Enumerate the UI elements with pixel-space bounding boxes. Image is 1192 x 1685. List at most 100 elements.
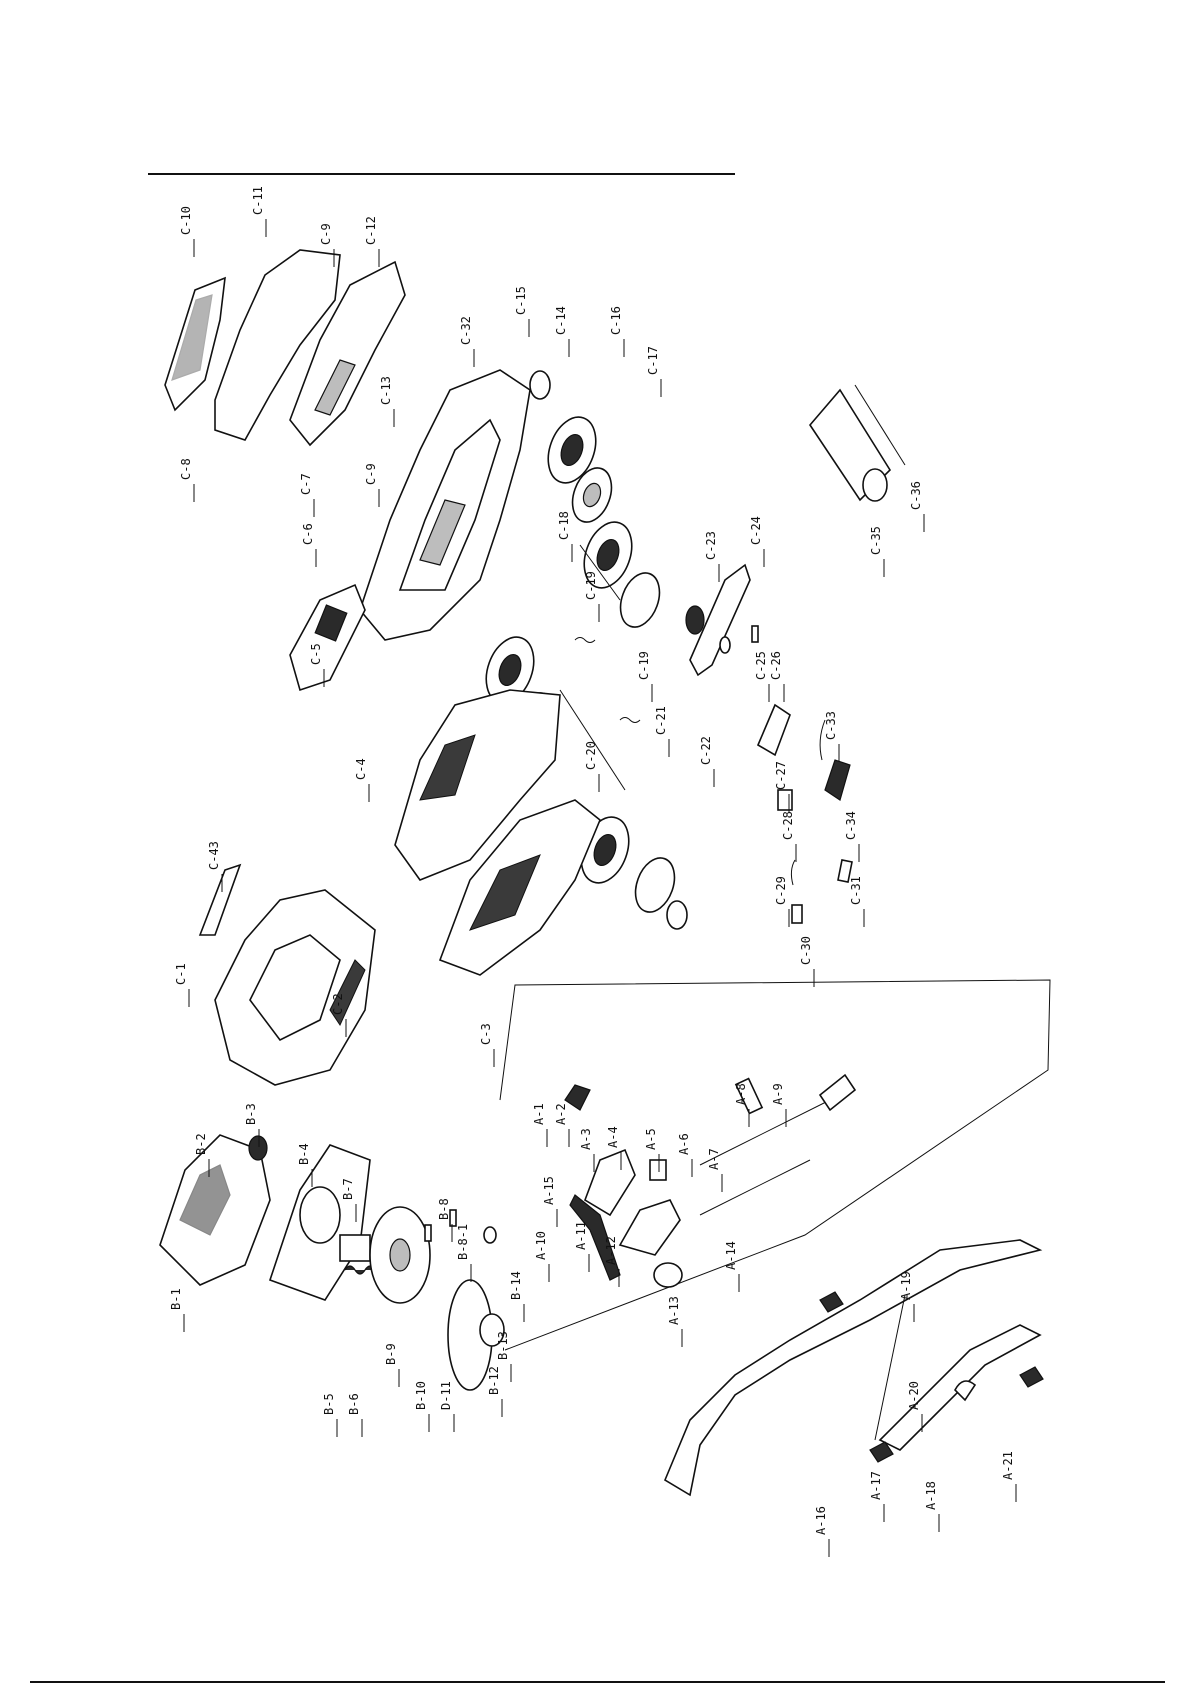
part-grass-box-frame	[214, 889, 376, 1086]
part-nut	[483, 1226, 497, 1244]
part-label: C-8	[179, 458, 193, 480]
part-label: B-9	[384, 1343, 398, 1365]
part-blade-bolt	[719, 625, 759, 654]
part-label: C-20	[584, 741, 598, 770]
part-label: B-13	[496, 1331, 510, 1360]
handle-group-frame	[499, 979, 1051, 1351]
part-label: A-13	[667, 1296, 681, 1325]
part-knob	[869, 1441, 894, 1463]
part-label: A-10	[534, 1231, 548, 1260]
part-motor-cover	[268, 1144, 371, 1301]
part-bolt	[424, 1224, 432, 1242]
part-cable	[699, 1159, 811, 1216]
part-upper-cover	[214, 249, 341, 441]
part-label: B-7	[341, 1178, 355, 1200]
part-plug	[818, 1073, 857, 1112]
part-label: C-13	[379, 376, 393, 405]
part-grass-box-top	[394, 689, 561, 881]
part-bearing	[248, 1135, 268, 1161]
part-top-cover	[164, 276, 226, 412]
part-rear-hub-top	[571, 467, 613, 523]
part-label: C-2	[331, 993, 345, 1015]
part-label: C-30	[799, 936, 813, 965]
part-grass-box-bottom	[438, 799, 601, 976]
part-label: A-11	[574, 1221, 588, 1250]
part-label: A-15	[542, 1176, 556, 1205]
part-roller	[808, 388, 892, 502]
part-cap	[653, 1262, 683, 1288]
part-label: A-3	[579, 1128, 593, 1150]
part-label: C-15	[514, 286, 528, 315]
part-label: C-33	[824, 711, 838, 740]
part-label: C-4	[354, 758, 368, 780]
part-screw	[791, 904, 803, 924]
part-label: A-18	[924, 1481, 938, 1510]
part-grass-box-handle	[198, 863, 242, 936]
part-switch-base	[618, 1199, 681, 1256]
part-label: C-17	[646, 346, 660, 375]
part-clip	[777, 789, 793, 811]
part-label: C-9	[364, 463, 378, 485]
part-latch	[824, 759, 851, 801]
part-power-cable	[699, 1099, 831, 1166]
part-label: A-4	[606, 1126, 620, 1148]
part-label: D-11	[439, 1381, 453, 1410]
part-rear-wheel-top	[547, 416, 597, 484]
part-label: C-34	[844, 811, 858, 840]
part-label: B-2	[194, 1133, 208, 1155]
part-label: C-31	[849, 876, 863, 905]
part-label: A-19	[899, 1271, 913, 1300]
part-label: B-8-1	[456, 1224, 470, 1260]
part-bolt	[449, 1209, 457, 1227]
part-label: B-10	[414, 1381, 428, 1410]
part-label: C-28	[781, 811, 795, 840]
part-label: C-16	[609, 306, 623, 335]
part-label: C-9	[319, 223, 333, 245]
part-label: C-36	[909, 481, 923, 510]
part-label: B-5	[322, 1393, 336, 1415]
part-label: C-29	[774, 876, 788, 905]
part-label: A-16	[814, 1506, 828, 1535]
part-label: C-27	[774, 761, 788, 790]
part-label: A-1	[532, 1103, 546, 1125]
part-main-deck	[359, 369, 531, 641]
part-label: C-19	[637, 651, 651, 680]
part-bushing	[529, 370, 551, 400]
part-label: C-26	[769, 651, 783, 680]
part-label: A-17	[869, 1471, 883, 1500]
part-handle-bolt	[874, 1294, 906, 1441]
part-lower-hub	[634, 857, 676, 913]
part-label: A-2	[554, 1103, 568, 1125]
part-switch-button	[564, 1084, 591, 1111]
part-flap	[756, 703, 791, 757]
part-label: C-12	[364, 216, 378, 245]
part-cable-clip	[954, 1380, 977, 1402]
part-knob	[1019, 1366, 1044, 1388]
part-label: C-3	[479, 1023, 493, 1045]
part-washer	[666, 900, 688, 930]
part-label: C-32	[459, 316, 473, 345]
part-label: C-7	[299, 473, 313, 495]
part-label: C-24	[749, 516, 763, 545]
part-label: A-9	[771, 1083, 785, 1105]
part-label: C-43	[207, 841, 221, 870]
part-label: C-6	[301, 523, 315, 545]
part-label: B-3	[244, 1103, 258, 1125]
part-label: B-12	[487, 1366, 501, 1395]
part-label: B-1	[169, 1288, 183, 1310]
part-spring	[574, 637, 596, 643]
part-label: C-35	[869, 526, 883, 555]
part-label: C-19	[584, 571, 598, 600]
part-label: C-23	[704, 531, 718, 560]
part-label: C-18	[557, 511, 571, 540]
part-label: A-12	[604, 1236, 618, 1265]
part-label: C-1	[174, 963, 188, 985]
part-label: A-8	[734, 1083, 748, 1105]
part-rear-hub-mid	[619, 572, 661, 628]
part-wire-spring	[819, 719, 826, 761]
part-label: B-6	[347, 1393, 361, 1415]
part-label: A-5	[644, 1128, 658, 1150]
part-spring	[619, 717, 641, 723]
part-rear-axle	[579, 544, 621, 601]
